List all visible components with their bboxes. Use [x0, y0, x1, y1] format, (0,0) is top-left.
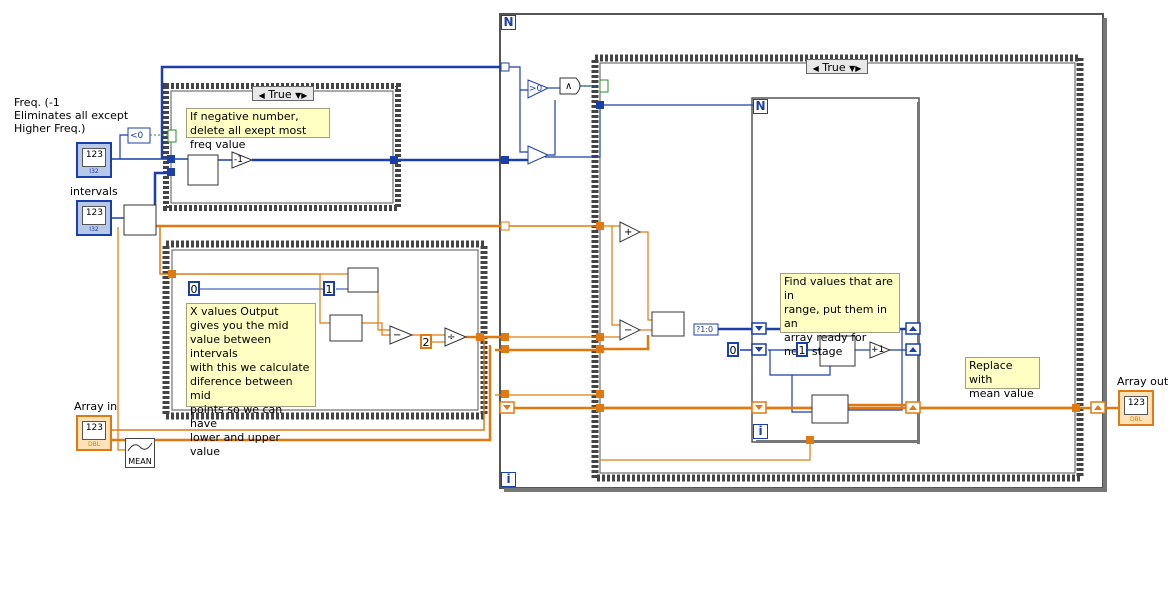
- constant-two[interactable]: 2: [420, 334, 432, 349]
- function-nodes: [123, 77, 892, 424]
- left-case-selector[interactable]: ◀ True ▼▶: [252, 86, 314, 101]
- freq-control-value: 123: [82, 148, 106, 167]
- comment-replace-mean[interactable]: Replace with mean value: [965, 357, 1040, 400]
- delete-from-array-node: [187, 154, 219, 186]
- insert-array-node: [819, 335, 856, 367]
- gt-zero-label: >0: [529, 84, 543, 94]
- less-than-zero-node: [127, 127, 151, 144]
- freq-control-type: I32: [89, 168, 99, 175]
- intervals-label: intervals: [70, 185, 118, 198]
- case-dropdown-icon[interactable]: ▼: [295, 91, 302, 100]
- constant-one-b[interactable]: 1: [796, 342, 808, 357]
- case-dropdown-icon[interactable]: ▼: [849, 64, 856, 73]
- subtract-node-right: [619, 319, 642, 341]
- array-in-control-type: DBL: [87, 441, 101, 448]
- constant-one-a[interactable]: 1: [323, 281, 335, 296]
- nested-for-loop: [751, 97, 920, 444]
- freq-label: Freq. (-1 Eliminates all except Higher F…: [14, 96, 129, 135]
- mean-node-label: MEAN: [128, 457, 152, 466]
- replace-subset-node: [811, 394, 849, 424]
- lt-zero-label: <0: [130, 131, 144, 141]
- increment-node: [869, 341, 892, 359]
- divide-node: [444, 327, 468, 347]
- array-in-control[interactable]: 123 DBL: [76, 415, 112, 451]
- double-wires: [112, 224, 1118, 461]
- outer-loop-index-terminal[interactable]: i: [501, 472, 516, 487]
- increment-label: +1: [871, 345, 885, 355]
- left-case-value: True: [268, 88, 292, 101]
- subtract-symbol-right: −: [624, 325, 633, 336]
- constant-zero-a[interactable]: 0: [188, 281, 200, 296]
- comment-negative-number[interactable]: If negative number, delete all exept mos…: [186, 108, 330, 151]
- index-array-node-b: [329, 314, 363, 342]
- array-out-indicator-type: DBL: [1129, 416, 1143, 423]
- add-node: [619, 221, 642, 243]
- outer-loop-count-terminal[interactable]: N: [501, 15, 516, 30]
- constant-zero-b[interactable]: 0: [727, 342, 739, 357]
- boolean-wires: [150, 85, 598, 136]
- divide-symbol: ÷: [447, 332, 456, 343]
- subtract-symbol-left: −: [393, 330, 402, 341]
- right-case-value: True: [822, 61, 846, 74]
- prev-case-icon[interactable]: ◀: [258, 91, 265, 100]
- case-selector-terminal: [599, 79, 609, 93]
- subtract-node-left: [389, 325, 414, 345]
- bool-to-int-node: [693, 323, 719, 336]
- decrement-node: [231, 151, 254, 169]
- next-case-icon[interactable]: ▶: [855, 64, 862, 73]
- decrement-label: -1: [234, 155, 243, 165]
- nested-loop-count-terminal[interactable]: N: [753, 99, 768, 114]
- left-case-selector-terminal: [167, 129, 177, 143]
- prev-case-icon[interactable]: ◀: [812, 64, 819, 73]
- right-case-selector[interactable]: ◀ True ▼▶: [806, 59, 868, 74]
- intervals-control-type: I32: [89, 226, 99, 233]
- select-node: [527, 145, 550, 165]
- nested-loop-index-terminal[interactable]: i: [753, 424, 768, 439]
- in-range-node: [651, 311, 685, 337]
- mean-node[interactable]: MEAN: [125, 438, 155, 468]
- next-case-icon[interactable]: ▶: [301, 91, 308, 100]
- array-out-indicator-value: 123: [1124, 396, 1148, 415]
- and-node: [559, 77, 581, 95]
- tunnels: [167, 62, 1106, 444]
- mean-graph-icon: [127, 442, 153, 452]
- greater-than-zero-node: [527, 79, 550, 99]
- array-in-label: Array in: [74, 400, 118, 413]
- histogram-node: [123, 204, 157, 236]
- array-in-control-value: 123: [82, 421, 106, 440]
- convert-label: ?1:0: [696, 325, 714, 334]
- array-out-indicator[interactable]: 123 DBL: [1118, 390, 1154, 426]
- freq-control[interactable]: 123 I32: [76, 142, 112, 178]
- array-out-label: Array out: [1117, 375, 1169, 388]
- intervals-control-value: 123: [82, 206, 106, 225]
- and-label: ∧: [565, 81, 573, 92]
- add-symbol: +: [624, 227, 633, 238]
- comment-find-values[interactable]: Find values that are in range, put them …: [780, 273, 900, 358]
- comment-x-values[interactable]: X values Output gives you the mid value …: [186, 303, 316, 458]
- intervals-control[interactable]: 123 I32: [76, 200, 112, 236]
- index-array-node-a: [347, 267, 379, 293]
